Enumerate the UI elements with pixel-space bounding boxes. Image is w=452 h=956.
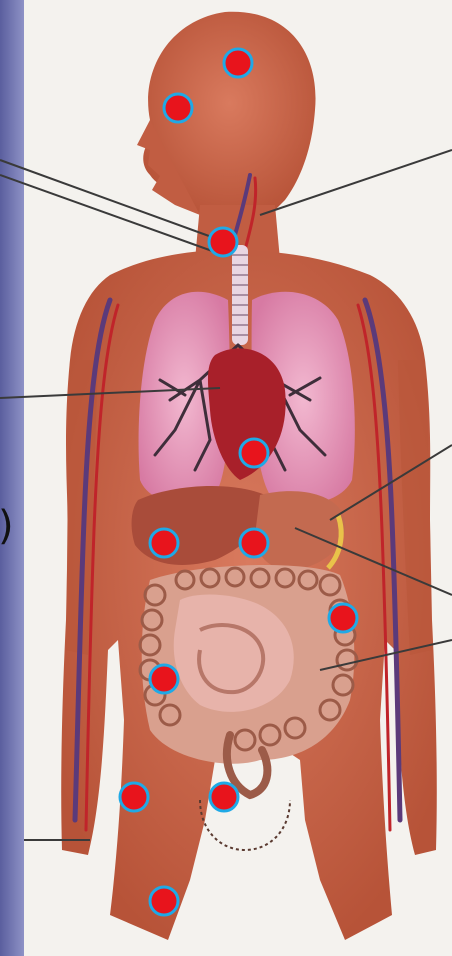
marker-hand-left[interactable] bbox=[120, 783, 148, 811]
marker-liver[interactable] bbox=[150, 529, 178, 557]
marker-head-top[interactable] bbox=[224, 49, 252, 77]
trachea bbox=[232, 245, 248, 345]
marker-chest[interactable] bbox=[240, 439, 268, 467]
cut-off-label: ) bbox=[0, 506, 14, 546]
marker-colon-right[interactable] bbox=[329, 604, 357, 632]
marker-face[interactable] bbox=[164, 94, 192, 122]
side-panel-fill bbox=[0, 0, 24, 956]
marker-throat[interactable] bbox=[209, 228, 237, 256]
marker-pelvis[interactable] bbox=[210, 783, 238, 811]
marker-stomach[interactable] bbox=[240, 529, 268, 557]
marker-thigh[interactable] bbox=[150, 887, 178, 915]
marker-lower-abdomen[interactable] bbox=[150, 665, 178, 693]
